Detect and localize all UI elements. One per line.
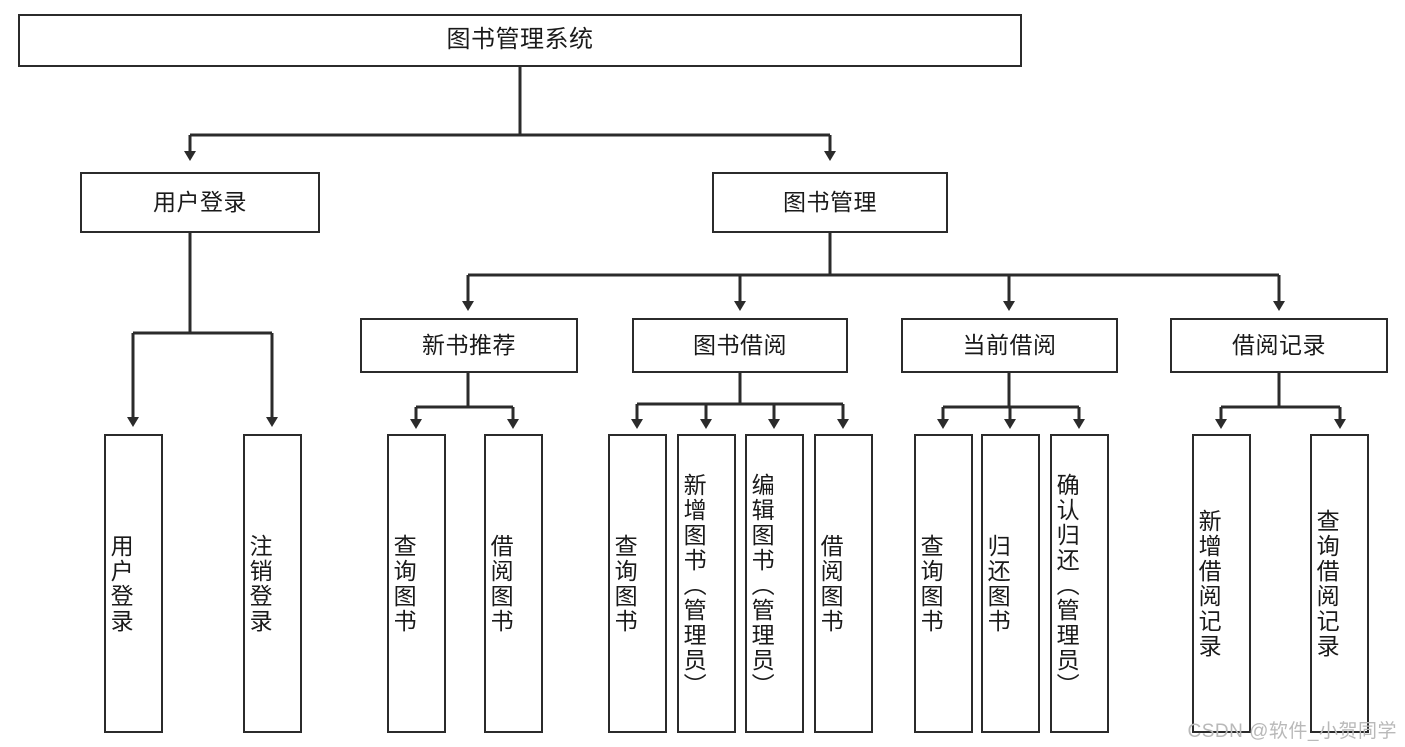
node-current-borrowing[interactable]: 当前借阅: [901, 318, 1118, 373]
node-label: 图书借阅: [693, 331, 787, 358]
node-label: 当前借阅: [962, 331, 1057, 358]
leaf-label: 查询借阅记录: [1313, 508, 1340, 659]
leaf-label: 新增图书（管理员）: [680, 473, 707, 698]
leaf-return-book[interactable]: 归还图书: [981, 434, 1040, 733]
leaf-query-book-borrow[interactable]: 查询图书: [608, 434, 667, 733]
node-user-login[interactable]: 用户登录: [80, 172, 320, 233]
leaf-label: 确认归还（管理员）: [1053, 473, 1080, 698]
node-label: 借阅记录: [1232, 331, 1326, 358]
leaf-add-borrow-record[interactable]: 新增借阅记录: [1192, 434, 1251, 733]
node-new-book-recommendation[interactable]: 新书推荐: [360, 318, 578, 373]
node-label: 图书管理: [783, 188, 877, 215]
leaf-label: 新增借阅记录: [1195, 508, 1222, 659]
csdn-watermark: CSDN @软件_小贺同学: [1187, 721, 1397, 742]
leaf-add-book-admin[interactable]: 新增图书（管理员）: [677, 434, 736, 733]
node-label: 图书管理系统: [446, 26, 594, 54]
leaf-query-borrow-record[interactable]: 查询借阅记录: [1310, 434, 1369, 733]
leaf-label: 编辑图书（管理员）: [748, 473, 775, 698]
leaf-label: 查询图书: [917, 533, 944, 634]
leaf-user-login[interactable]: 用户登录: [104, 434, 163, 733]
leaf-label: 借阅图书: [817, 533, 844, 634]
leaf-confirm-return-admin[interactable]: 确认归还（管理员）: [1050, 434, 1109, 733]
leaf-label: 归还图书: [984, 533, 1011, 634]
leaf-edit-book-admin[interactable]: 编辑图书（管理员）: [745, 434, 804, 733]
leaf-borrow-book-recommend[interactable]: 借阅图书: [484, 434, 543, 733]
leaf-query-book-current[interactable]: 查询图书: [914, 434, 973, 733]
node-borrow-records[interactable]: 借阅记录: [1170, 318, 1388, 373]
node-book-management[interactable]: 图书管理: [712, 172, 948, 233]
node-label: 新书推荐: [422, 331, 516, 358]
node-book-borrowing[interactable]: 图书借阅: [632, 318, 848, 373]
node-book-management-system[interactable]: 图书管理系统: [18, 14, 1022, 67]
leaf-label: 注销登录: [246, 533, 273, 634]
leaf-label: 借阅图书: [487, 533, 514, 634]
leaf-label: 用户登录: [107, 533, 134, 634]
leaf-label: 查询图书: [611, 533, 638, 634]
leaf-label: 查询图书: [390, 533, 417, 634]
leaf-query-book-recommend[interactable]: 查询图书: [387, 434, 446, 733]
node-label: 用户登录: [153, 188, 247, 215]
leaf-borrow-book[interactable]: 借阅图书: [814, 434, 873, 733]
leaf-logout[interactable]: 注销登录: [243, 434, 302, 733]
